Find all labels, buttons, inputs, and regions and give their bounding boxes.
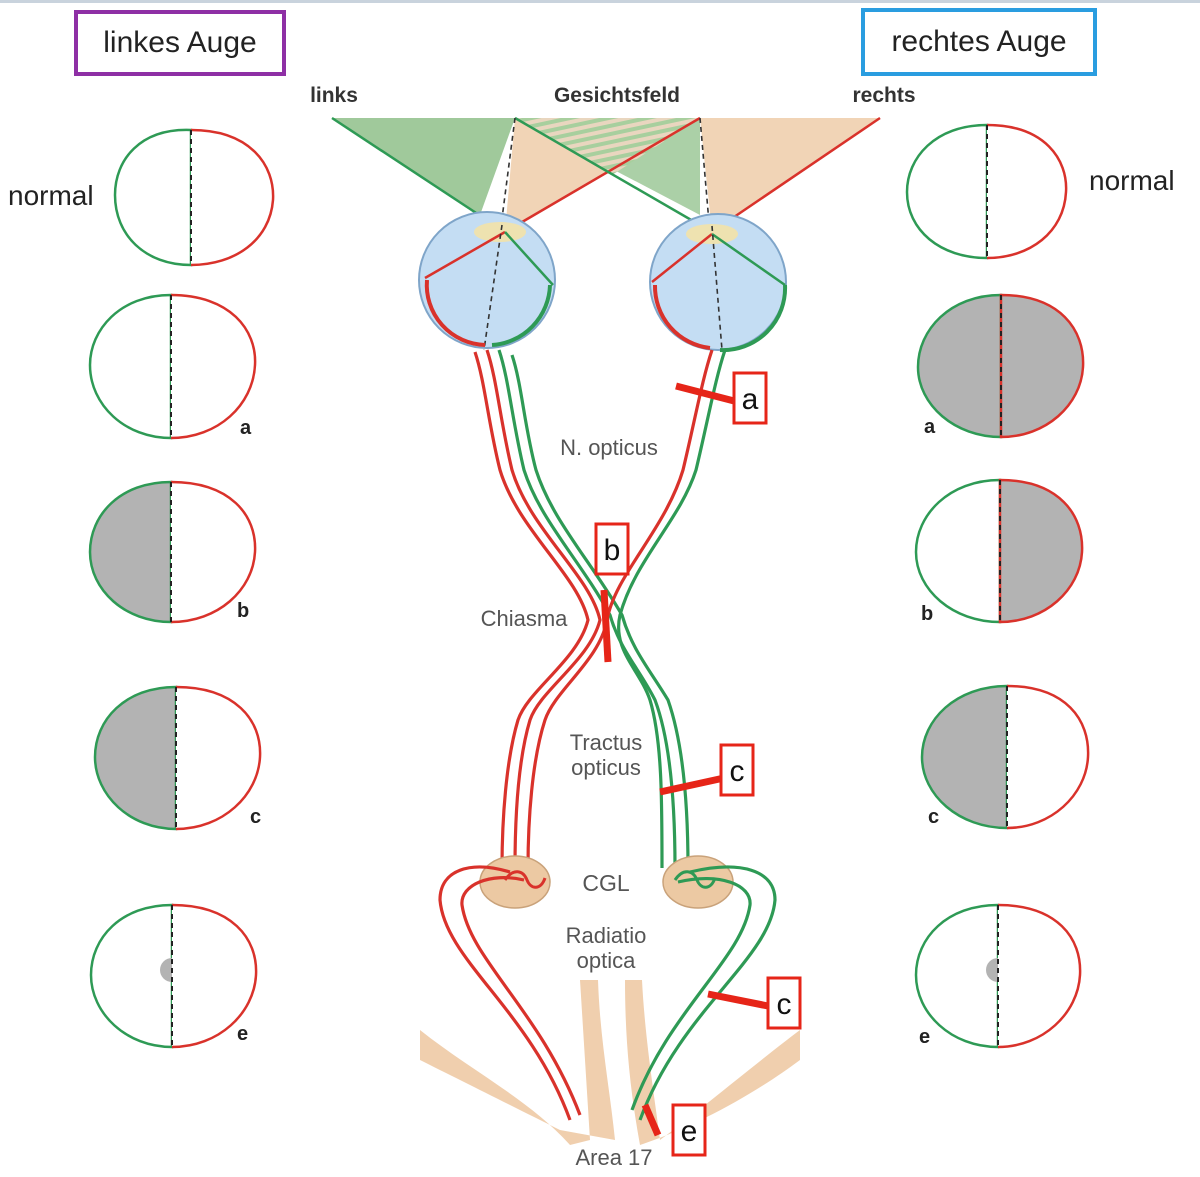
right-field-normal [905, 123, 1068, 260]
lesion-label-boxes [594, 371, 802, 1157]
label-rechts: rechts [852, 84, 915, 107]
label-links: links [310, 84, 358, 107]
header-right-eye: rechtes Auge [861, 8, 1097, 76]
left-field-c [93, 685, 262, 831]
right-field-letter-c: c [928, 806, 939, 828]
lesion-markers [600, 382, 769, 1137]
axis-line [699, 117, 721, 351]
left-eye-green-cone [332, 118, 515, 215]
occipital-cortex [420, 980, 800, 1145]
lesion-bar-c-radiation [707, 990, 769, 1010]
lesion-bar-b [600, 589, 612, 663]
left-field-letter-a: a [240, 417, 252, 439]
lesion-label-a: a [742, 383, 759, 416]
left-field-letter-c: c [250, 806, 261, 828]
right-field-letter-b: b [921, 603, 933, 625]
label-radiatio-optica: optica [577, 948, 636, 973]
header-left-eye: linkes Auge [74, 10, 286, 76]
right-visual-fields [905, 123, 1090, 1049]
label-normal-right: normal [1089, 165, 1175, 196]
right-field-a [916, 293, 1085, 439]
lesion-label-c1: c [730, 755, 745, 788]
left-field-letter-b: b [237, 600, 249, 622]
left-field-letter-e: e [237, 1023, 248, 1045]
left-field-normal [113, 128, 275, 267]
label-radiatio: Radiatio [566, 923, 647, 948]
lesion-label-c2: c [777, 988, 792, 1021]
cone-edge [504, 116, 701, 234]
left-eyeball [418, 211, 556, 351]
right-field-b [914, 478, 1084, 624]
label-chiasma: Chiasma [481, 606, 569, 631]
right-field-letter-a: a [924, 416, 936, 438]
top-border [0, 0, 1200, 3]
cone-edge [711, 116, 881, 234]
lesion-bar-c-tract [659, 774, 725, 796]
left-field-a [88, 293, 257, 440]
right-eye-tan-cone [700, 118, 880, 232]
binocular-overlap-hatch [515, 118, 700, 175]
label-n-opticus: N. opticus [560, 435, 658, 460]
label-cgl: CGL [582, 870, 630, 896]
left-visual-fields [88, 128, 275, 1049]
label-gesichtsfeld: Gesichtsfeld [554, 84, 680, 107]
right-field-e [914, 903, 1082, 1049]
right-field-c [920, 684, 1090, 830]
visual-field-cones [331, 116, 881, 351]
cone-edge [514, 116, 713, 234]
lesion-bar-e [641, 1103, 662, 1137]
label-area17: Area 17 [575, 1145, 652, 1170]
right-eyeball [649, 213, 788, 353]
lesion-label-e: e [681, 1115, 698, 1148]
optic-nerve-fibers [473, 349, 727, 869]
right-field-letter-e: e [919, 1026, 930, 1048]
label-tractus: Tractus [570, 730, 643, 755]
label-normal-left: normal [8, 180, 94, 211]
axis-line [484, 117, 516, 351]
lesion-label-b: b [604, 534, 621, 567]
lesion-bar-a [675, 382, 739, 406]
optic-radiation-fibers [438, 865, 777, 1121]
left-field-e [89, 903, 258, 1049]
label-tractus-opticus: opticus [571, 755, 641, 780]
left-field-b [88, 480, 257, 624]
